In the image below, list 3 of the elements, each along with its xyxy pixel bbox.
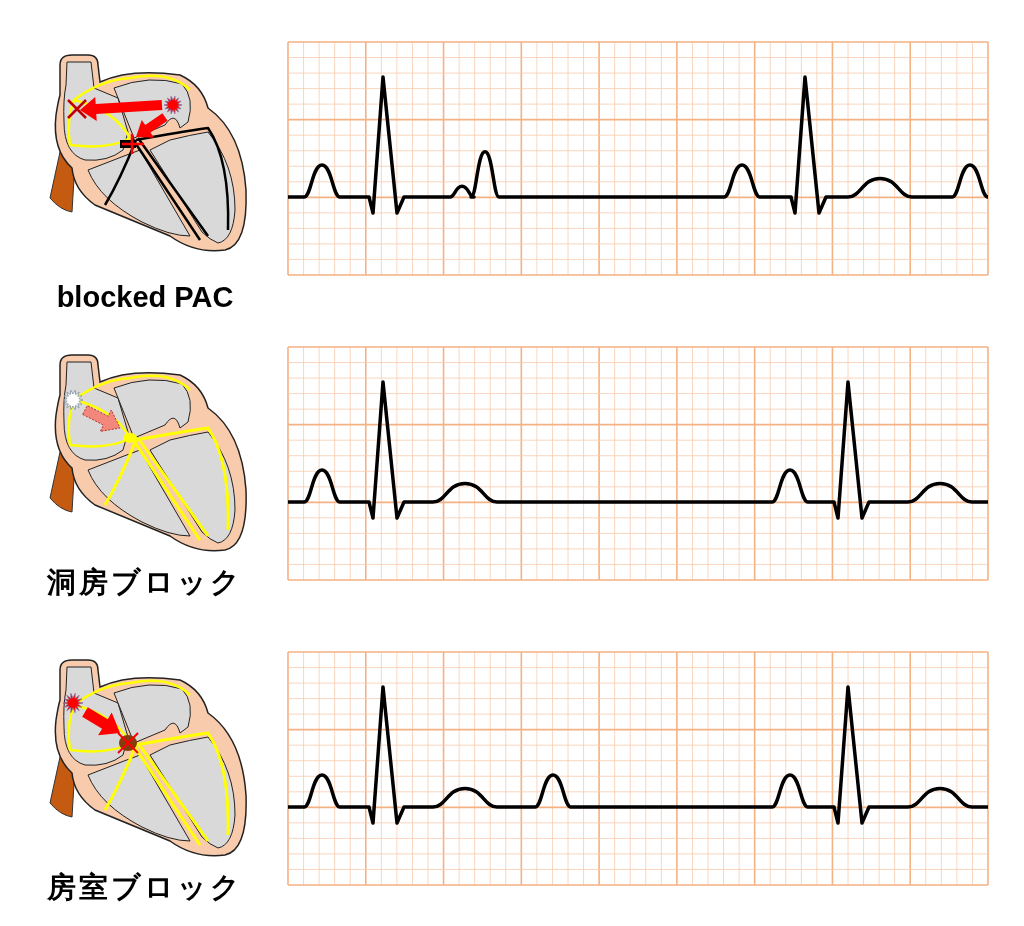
panel-label: 洞房ブロック xyxy=(47,565,243,599)
panel-label: 房室ブロック xyxy=(47,870,243,904)
panel-label: blocked PAC xyxy=(56,280,234,314)
